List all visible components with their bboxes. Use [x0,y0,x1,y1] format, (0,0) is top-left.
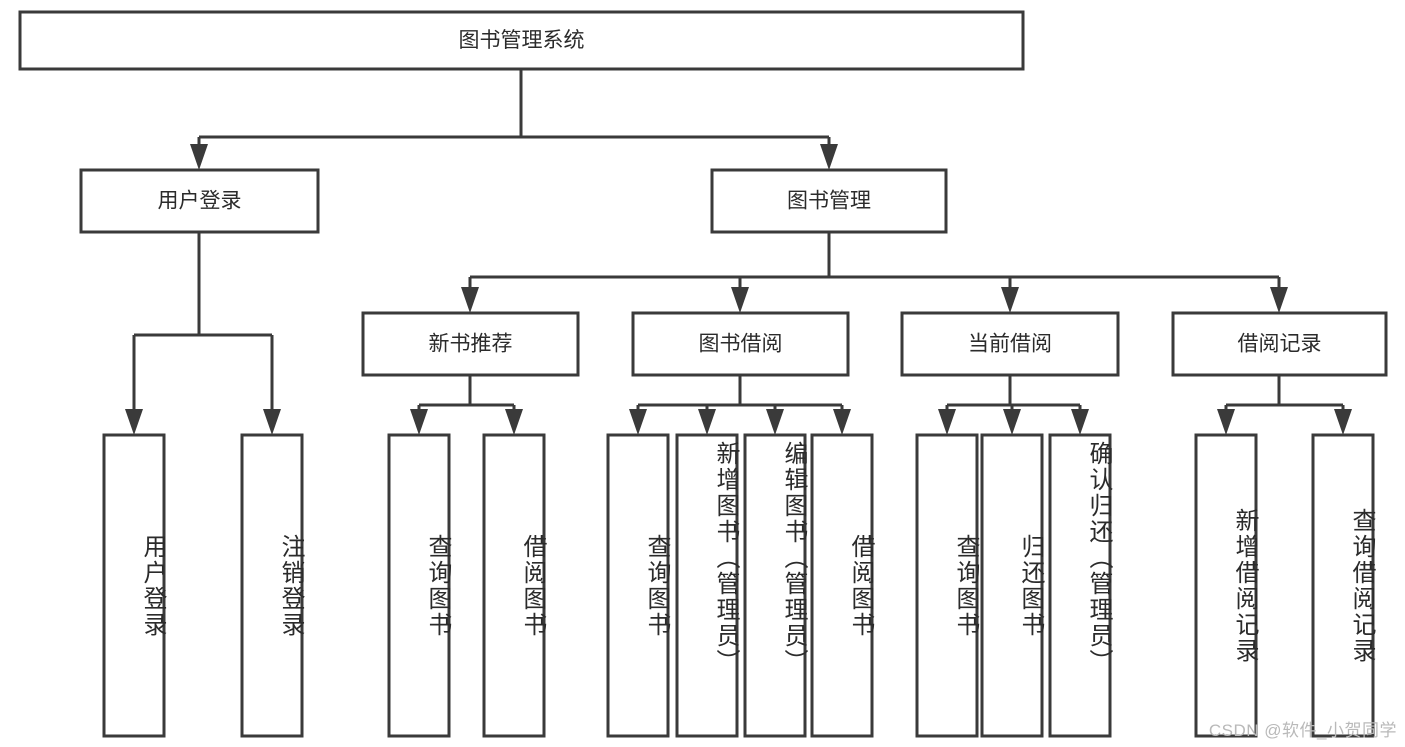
node-leaf-6[interactable] [675,433,739,738]
arrow-head-icon [833,409,851,435]
node-leaf-11[interactable] [1048,433,1112,738]
node-level2-2-rect[interactable] [631,311,850,377]
node-level2-1-label: 新书推荐 [429,333,513,356]
node-level2-1-rect[interactable] [361,311,580,377]
node-level2-4-label: 借阅记录 [1238,333,1322,356]
node-leaf-4-rect[interactable] [482,433,546,738]
connector-group-5 [636,375,844,413]
node-level2-2-label: 图书借阅 [699,333,783,356]
arrow-head-icon [1270,287,1288,313]
connector-group-3 [468,232,1281,291]
node-leaf-3[interactable] [387,433,451,738]
node-level1-2-rect[interactable] [710,168,948,234]
node-level2-3[interactable]: 当前借阅 [900,311,1120,377]
node-level1-1-rect[interactable] [79,168,320,234]
connector-group-4 [417,375,516,413]
node-leaf-11-rect[interactable] [1048,433,1112,738]
arrow-head-icon [263,409,281,435]
arrow-head-icon [190,144,208,170]
node-leaf-8-rect[interactable] [810,433,874,738]
node-level1-2-label: 图书管理 [787,190,871,213]
watermark: CSDN @软件_小贺同学 [1208,721,1397,740]
node-level2-3-rect[interactable] [900,311,1120,377]
node-level2-3-label: 当前借阅 [968,333,1052,356]
node-leaf-12[interactable] [1194,433,1258,738]
node-leaf-12-rect[interactable] [1194,433,1258,738]
node-leaf-6-rect[interactable] [675,433,739,738]
node-leaf-1[interactable] [102,433,166,738]
arrow-head-icon [1071,409,1089,435]
arrow-head-icon [731,287,749,313]
node-root-rect[interactable] [18,10,1025,71]
arrow-head-icon [766,409,784,435]
node-leaf-7-rect[interactable] [743,433,807,738]
node-leaf-5[interactable] [606,433,670,738]
connectors-layer [125,69,1352,435]
node-leaf-4[interactable] [482,433,546,738]
node-root-label: 图书管理系统 [459,29,585,52]
arrow-head-icon [820,144,838,170]
arrow-head-icon [698,409,716,435]
connector-group-7 [1224,375,1345,413]
connector-group-1 [197,69,831,148]
node-leaf-9-rect[interactable] [915,433,979,738]
node-leaf-1-rect[interactable] [102,433,166,738]
arrow-head-icon [505,409,523,435]
node-level1-2[interactable]: 图书管理 [710,168,948,234]
arrow-head-icon [629,409,647,435]
arrow-head-icon [938,409,956,435]
node-level2-2[interactable]: 图书借阅 [631,311,850,377]
node-root[interactable]: 图书管理系统 [18,10,1025,71]
node-leaf-10[interactable] [980,433,1044,738]
node-leaf-10-rect[interactable] [980,433,1044,738]
arrow-head-icon [125,409,143,435]
node-level2-4[interactable]: 借阅记录 [1171,311,1388,377]
node-leaf-2-rect[interactable] [240,433,304,738]
node-leaf-2[interactable] [240,433,304,738]
node-leaf-8[interactable] [810,433,874,738]
arrow-head-icon [1334,409,1352,435]
arrow-head-icon [1217,409,1235,435]
node-leaf-13-rect[interactable] [1311,433,1375,738]
node-level1-1[interactable]: 用户登录 [79,168,320,234]
arrow-head-icon [410,409,428,435]
node-level2-4-rect[interactable] [1171,311,1388,377]
node-leaf-9[interactable] [915,433,979,738]
connector-group-6 [945,375,1082,413]
node-leaf-5-rect[interactable] [606,433,670,738]
connector-group-2 [132,232,274,413]
node-leaf-7[interactable] [743,433,807,738]
node-leaf-13[interactable] [1311,433,1375,738]
arrow-head-icon [461,287,479,313]
arrow-head-icon [1001,287,1019,313]
node-level2-1[interactable]: 新书推荐 [361,311,580,377]
node-level1-1-label: 用户登录 [158,190,242,213]
arrow-head-icon [1003,409,1021,435]
node-leaf-3-rect[interactable] [387,433,451,738]
